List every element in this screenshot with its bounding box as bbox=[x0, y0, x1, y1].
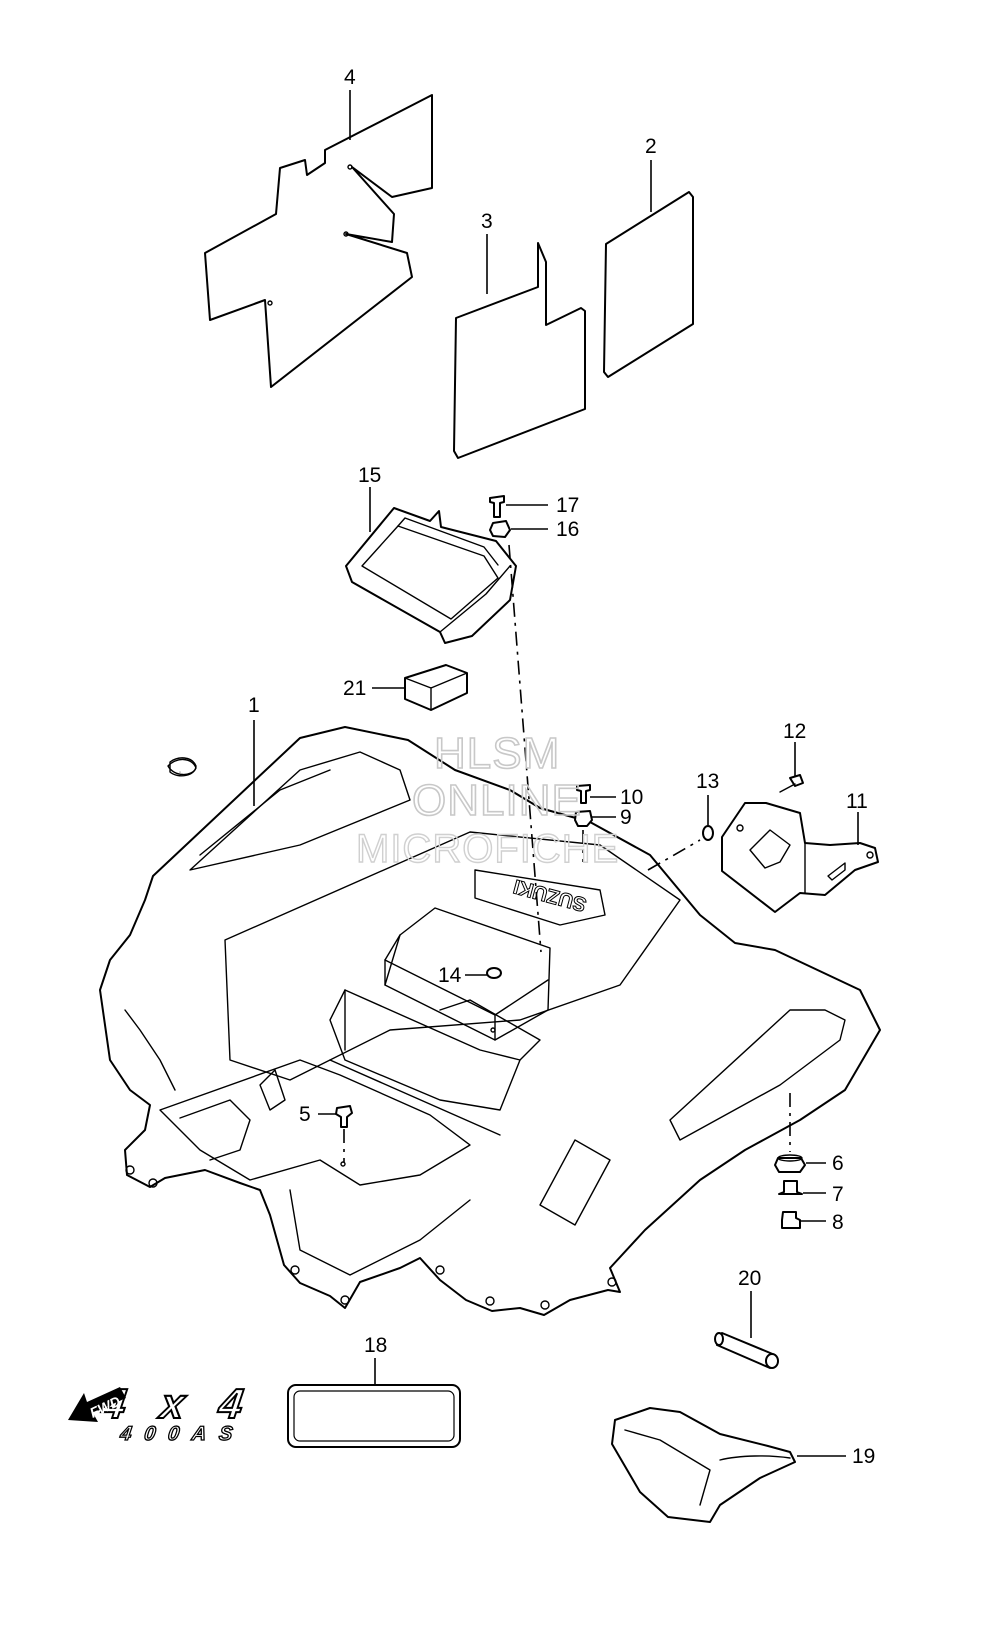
screw-part-10 bbox=[576, 784, 616, 804]
callout-7: 7 bbox=[832, 1183, 844, 1206]
decal-part-3 bbox=[453, 242, 586, 459]
callout-14: 14 bbox=[438, 964, 462, 987]
decal-part-4 bbox=[204, 94, 433, 388]
watermark-line2: ONLINE bbox=[412, 776, 582, 825]
callout-2: 2 bbox=[645, 135, 657, 158]
rear-fender-part-1: SUZUKI bbox=[99, 726, 881, 1316]
callout-3: 3 bbox=[481, 210, 493, 233]
callout-20: 20 bbox=[738, 1267, 761, 1290]
decal-part-18: 4x4 400AS bbox=[97, 1358, 461, 1448]
leader-16-to-fender bbox=[508, 544, 542, 953]
callout-17: 17 bbox=[556, 494, 579, 517]
callout-1: 1 bbox=[248, 694, 260, 717]
pad-part-21 bbox=[372, 664, 468, 711]
bolt-part-17 bbox=[489, 495, 548, 518]
callout-9: 9 bbox=[620, 806, 632, 829]
washer-part-13 bbox=[647, 795, 714, 871]
screw-part-12 bbox=[779, 742, 804, 793]
grommet-part-6 bbox=[774, 1154, 826, 1173]
callout-8: 8 bbox=[832, 1211, 844, 1234]
nut-part-9 bbox=[574, 810, 616, 827]
watermark-line3: MICROFICHE bbox=[356, 827, 619, 871]
callout-6: 6 bbox=[832, 1152, 844, 1175]
bracket-part-11 bbox=[721, 802, 879, 913]
callout-15: 15 bbox=[358, 464, 381, 487]
callout-18: 18 bbox=[364, 1334, 387, 1357]
callout-19: 19 bbox=[852, 1445, 875, 1468]
callout-12: 12 bbox=[783, 720, 806, 743]
cover-part-19 bbox=[611, 1407, 846, 1523]
callout-4: 4 bbox=[344, 66, 356, 89]
pipe-part-20 bbox=[714, 1291, 779, 1369]
callout-11: 11 bbox=[846, 790, 868, 813]
bolt-part-5 bbox=[318, 1105, 353, 1162]
watermark-line1: HLSM bbox=[434, 729, 560, 778]
bolt-part-8 bbox=[781, 1211, 826, 1229]
tray-part-15 bbox=[345, 507, 517, 644]
decal-part-2 bbox=[603, 191, 694, 378]
decal-18-line1: 4x4 bbox=[98, 1380, 246, 1427]
callout-21: 21 bbox=[343, 677, 366, 700]
nut-part-16 bbox=[489, 520, 548, 538]
callout-10: 10 bbox=[620, 786, 643, 809]
callout-5: 5 bbox=[299, 1103, 311, 1126]
collar-part-7 bbox=[778, 1180, 826, 1195]
callout-16: 16 bbox=[556, 518, 579, 541]
watermark: HLSM ONLINE MICROFICHE bbox=[355, 728, 619, 872]
callout-13: 13 bbox=[696, 770, 719, 793]
